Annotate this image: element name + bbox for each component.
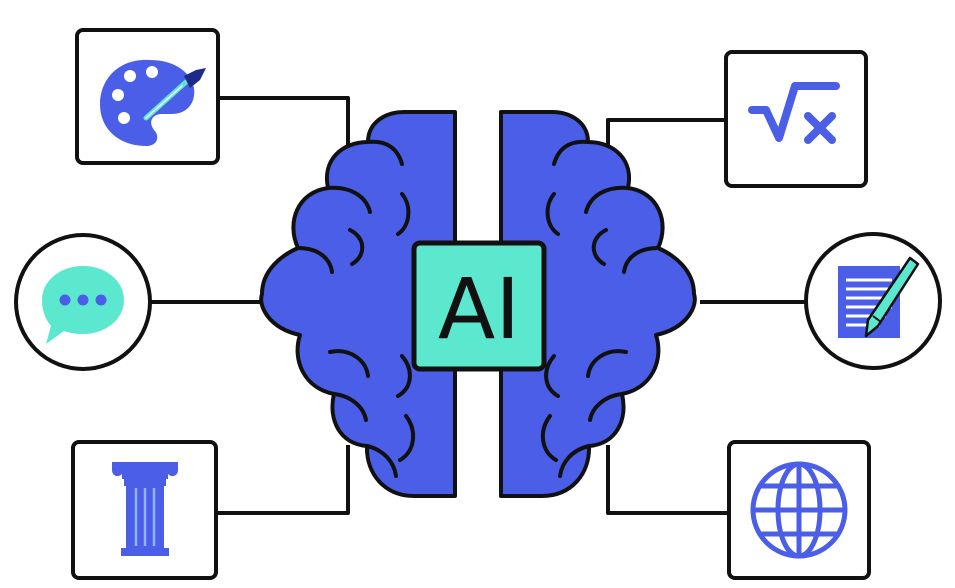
globe-box [727, 440, 871, 580]
pillar-box [71, 440, 218, 580]
connector-palette [218, 96, 350, 160]
brain-left-hemisphere [259, 110, 457, 498]
pillar-icon [112, 462, 178, 556]
connector-lines [150, 96, 806, 515]
connector-globe [606, 445, 729, 515]
connector-math [606, 118, 726, 160]
ai-label: AI [438, 260, 520, 358]
square-root-x-icon [748, 82, 840, 144]
chat-bubble-icon [42, 266, 124, 344]
chat-circle [14, 233, 152, 371]
palette-box [75, 28, 220, 165]
math-box [724, 50, 868, 188]
connector-pillar [216, 445, 350, 515]
globe-icon [750, 461, 848, 559]
brain-right-hemisphere [499, 110, 697, 498]
document-pen-icon [838, 256, 920, 338]
ai-chip: AI [411, 240, 547, 372]
palette-icon [100, 59, 206, 146]
document-circle [804, 232, 942, 370]
